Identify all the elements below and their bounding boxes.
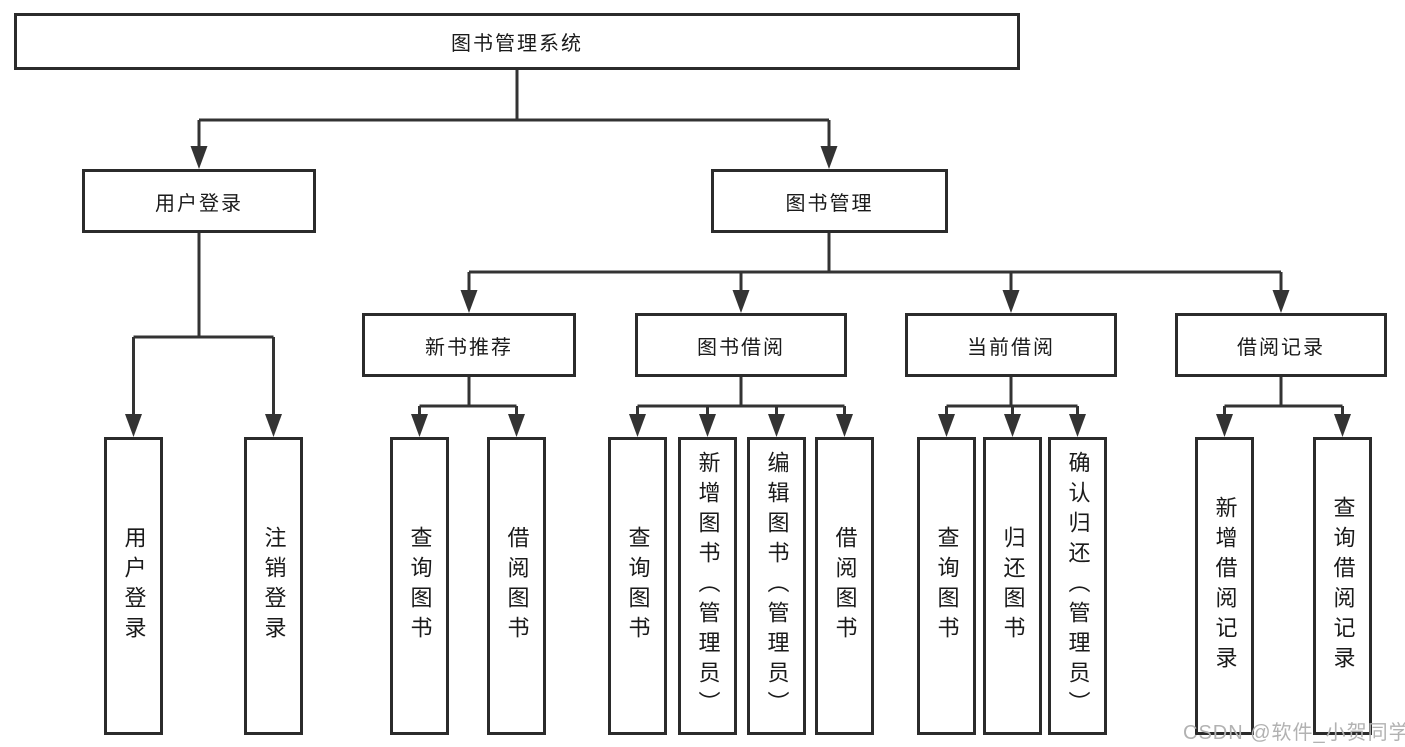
node-label: 借阅记录 [1237,336,1325,359]
node-label: 借阅图书 [504,526,530,646]
node-label: 新增图书（管理员） [695,451,721,721]
node-label: 编辑图书（管理员） [764,451,790,721]
leaf-logout: 注销登录 [244,437,303,735]
node-label: 确认归还（管理员） [1065,451,1091,721]
node-label: 新增借阅记录 [1212,496,1238,676]
node-book-borrowing: 图书借阅 [635,313,847,377]
connector-root-to-level2 [190,70,838,169]
node-label: 图书管理系统 [451,33,583,55]
node-label: 用户登录 [155,192,243,215]
node-user-login: 用户登录 [82,169,316,233]
node-label: 借阅图书 [832,526,858,646]
leaf-confirm-return-admin: 确认归还（管理员） [1048,437,1107,735]
connector-borrow-record-children [1216,377,1351,437]
node-book-management: 图书管理 [711,169,948,233]
node-label: 注销登录 [261,526,287,646]
node-label: 图书管理 [785,192,874,215]
node-label: 查询图书 [625,526,651,646]
leaf-query-borrow-record: 查询借阅记录 [1313,437,1372,735]
leaf-add-borrow-record: 新增借阅记录 [1195,437,1254,735]
connector-user-login-children [125,233,282,437]
node-borrowing-records: 借阅记录 [1175,313,1387,377]
node-label: 用户登录 [121,526,147,646]
node-new-book-recommendation: 新书推荐 [362,313,576,377]
leaf-return-books: 归还图书 [983,437,1042,735]
node-label: 当前借阅 [967,336,1055,359]
node-label: 查询图书 [407,526,433,646]
leaf-query-books-borrow: 查询图书 [608,437,667,735]
connector-new-book-children [411,377,525,437]
connector-book-borrow-children [629,377,853,437]
node-label: 归还图书 [1000,526,1026,646]
connector-current-borrow-children [938,377,1086,437]
connector-book-management-children [460,233,1290,313]
node-label: 查询图书 [934,526,960,646]
leaf-borrow-books: 借阅图书 [815,437,874,735]
csdn-watermark: CSDN @软件_小贺同学 [1183,722,1405,744]
leaf-borrow-books-recommend: 借阅图书 [487,437,546,735]
node-label: 图书借阅 [697,336,785,359]
node-library-management-system: 图书管理系统 [14,13,1020,70]
leaf-query-books-recommend: 查询图书 [390,437,449,735]
leaf-add-book-admin: 新增图书（管理员） [678,437,737,735]
node-label: 新书推荐 [425,336,513,359]
leaf-edit-book-admin: 编辑图书（管理员） [747,437,806,735]
node-label: 查询借阅记录 [1330,496,1356,676]
leaf-user-login: 用户登录 [104,437,163,735]
leaf-query-books-current: 查询图书 [917,437,976,735]
node-current-borrowing: 当前借阅 [905,313,1117,377]
